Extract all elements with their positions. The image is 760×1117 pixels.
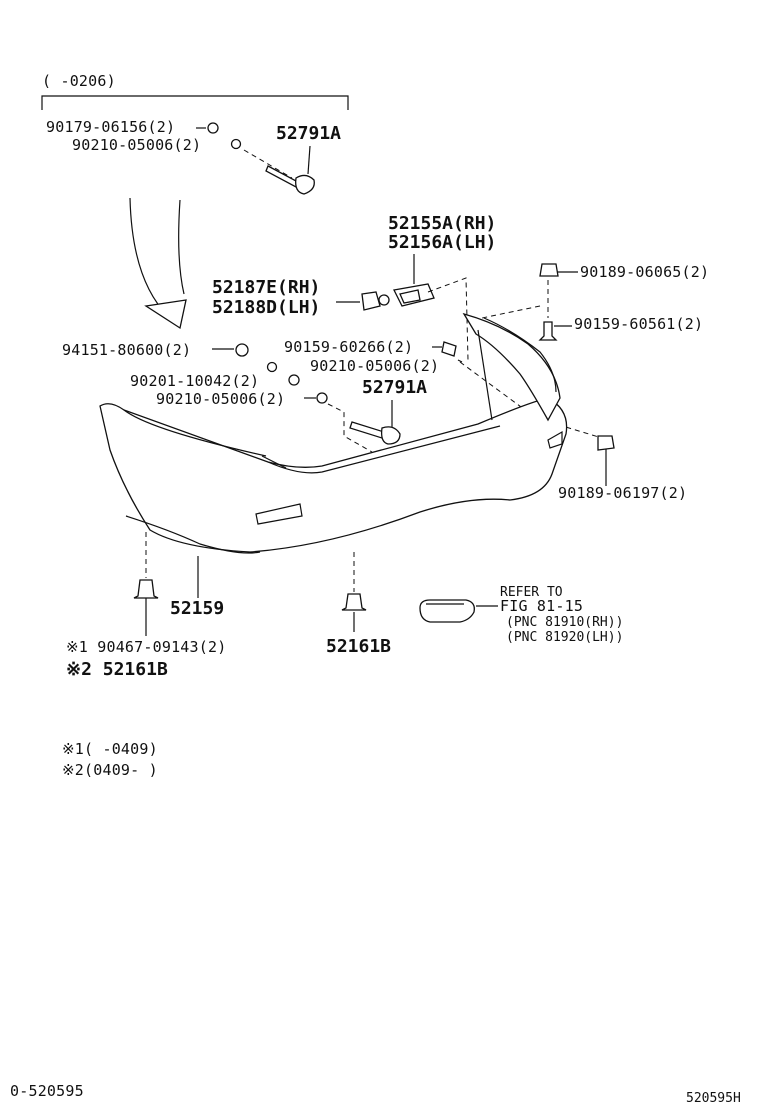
refer-to-text: REFER TO — [500, 585, 563, 600]
note-1-part[interactable]: ※1 90467-09143(2) — [66, 638, 226, 656]
label-90189-06197[interactable]: 90189-06197(2) — [558, 484, 687, 502]
bolt-52791A-mid-icon[interactable] — [349, 421, 401, 445]
footer-right-code: 520595H — [686, 1091, 741, 1106]
label-52159[interactable]: 52159 — [170, 598, 224, 619]
screw-90159-60266-icon[interactable] — [441, 341, 457, 357]
range-bracket — [41, 95, 349, 110]
clip-90189-06197-icon[interactable] — [597, 435, 615, 451]
nut-94151-icon[interactable] — [235, 343, 249, 357]
label-52156A[interactable]: 52156A(LH) — [388, 232, 496, 253]
reflector-icon[interactable] — [419, 599, 475, 623]
pnc-rh: (PNC 81910(RH)) — [506, 615, 623, 630]
clip-90189-06065-icon[interactable] — [539, 263, 559, 277]
legend-1: ※1( -0409) — [62, 740, 158, 758]
pnc-lh: (PNC 81920(LH)) — [506, 630, 623, 645]
dash-90159a — [481, 305, 541, 319]
note-2-part[interactable]: ※2 52161B — [66, 659, 168, 680]
label-52791A-mid[interactable]: 52791A — [362, 377, 427, 398]
legend-2: ※2(0409- ) — [62, 761, 158, 779]
nut-90179-icon[interactable] — [207, 122, 219, 134]
refer-fig-link[interactable]: FIG 81-15 — [500, 597, 583, 615]
clip-left-icon[interactable] — [133, 579, 159, 599]
label-94151-80600[interactable]: 94151-80600(2) — [62, 341, 191, 359]
label-90210-05006-mid[interactable]: 90210-05006(2) — [310, 357, 439, 375]
leader-dash-bracket — [427, 277, 469, 361]
label-90210-05006-top[interactable]: 90210-05006(2) — [72, 136, 201, 154]
label-52791A-top[interactable]: 52791A — [276, 123, 341, 144]
bracket-52155A-icon[interactable] — [393, 283, 435, 307]
footer-left-code: 0-520595 — [10, 1082, 84, 1100]
leader-52791A-top — [307, 145, 311, 175]
leader-90210b — [457, 359, 463, 363]
bolt-52791A-top-icon[interactable] — [265, 165, 315, 195]
clip-52161B-icon[interactable] — [341, 593, 367, 611]
label-90189-06065[interactable]: 90189-06065(2) — [580, 263, 709, 281]
label-52155A[interactable]: 52155A(RH) — [388, 213, 496, 234]
leader-dash-top — [243, 149, 293, 179]
retainer-52187E-icon[interactable] — [361, 291, 390, 311]
screw-90159-60561-icon[interactable] — [538, 321, 558, 341]
label-52161B[interactable]: 52161B — [326, 636, 391, 657]
washer-90201-icon[interactable] — [288, 374, 300, 386]
bumper-cover-52159[interactable] — [99, 312, 568, 554]
dash-90210c — [327, 403, 373, 453]
label-90179-06156[interactable]: 90179-06156(2) — [46, 118, 175, 136]
range-label: ( -0206) — [42, 72, 116, 90]
washer-left-icon[interactable] — [266, 361, 278, 373]
label-52187E[interactable]: 52187E(RH) — [212, 277, 320, 298]
label-90159-60266[interactable]: 90159-60266(2) — [284, 338, 413, 356]
washer-90210-icon[interactable] — [230, 138, 242, 150]
label-52188D[interactable]: 52188D(LH) — [212, 297, 320, 318]
label-90159-60561[interactable]: 90159-60561(2) — [574, 315, 703, 333]
washer-90210c-icon[interactable] — [316, 392, 328, 404]
arrow-head-icon — [144, 299, 187, 330]
arrow-line-right — [178, 199, 185, 295]
label-90210-05006-low[interactable]: 90210-05006(2) — [156, 390, 285, 408]
label-90201-10042[interactable]: 90201-10042(2) — [130, 372, 259, 390]
arrow-line-left — [129, 197, 169, 317]
